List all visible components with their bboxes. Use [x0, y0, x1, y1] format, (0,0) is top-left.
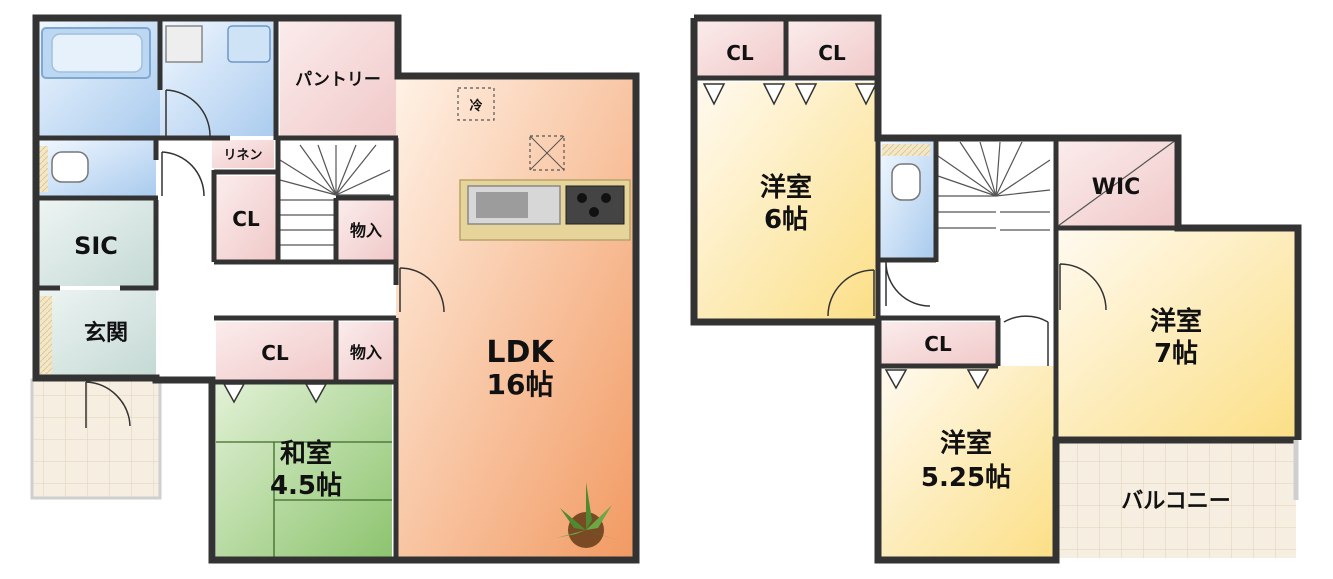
- walls-1f: [32, 14, 640, 564]
- cl-small-label: CL: [232, 207, 260, 231]
- shoe-shelf: [40, 296, 52, 374]
- fridge-space: [457, 87, 495, 121]
- burner: [601, 193, 611, 203]
- ldk-size: 16帖: [487, 368, 554, 401]
- sic-label: SIC: [74, 232, 118, 260]
- room-7-size: 7帖: [1154, 339, 1198, 369]
- room-6-name: 洋室: [760, 172, 812, 203]
- pantry-room: [280, 18, 396, 136]
- storage-upper-1f: [338, 200, 394, 260]
- range-hood: [529, 135, 565, 171]
- toilet-shelf-2f: [882, 144, 930, 156]
- sic-room: [36, 200, 156, 286]
- toilet-shelf-1f: [38, 146, 48, 192]
- cl-left-label: CL: [726, 41, 754, 65]
- linen-label: リネン: [223, 148, 262, 163]
- doors-2f: [827, 261, 1107, 366]
- room-7: [1058, 230, 1296, 438]
- doors-1f: [85, 89, 445, 428]
- tatami-lines: [216, 441, 392, 558]
- fridge-label: 冷: [469, 98, 482, 114]
- closet-right-2f: [788, 20, 876, 78]
- pantry-label: パントリー: [295, 70, 381, 90]
- room-6-size: 6帖: [764, 205, 808, 235]
- linen-closet: [212, 140, 274, 168]
- inner-walls-1f: [36, 18, 399, 560]
- room-525-size: 5.25帖: [921, 463, 1011, 493]
- burner: [589, 207, 599, 217]
- wic-label: WIC: [1092, 175, 1141, 200]
- stair-lines-1f: [279, 144, 391, 246]
- washing-machine: [165, 25, 203, 63]
- burner: [577, 193, 587, 203]
- bathtub-inner: [51, 33, 143, 73]
- closet-left-2f: [696, 20, 784, 78]
- storage-lower-1f: [338, 322, 394, 380]
- entrance-porch: [30, 378, 162, 500]
- washitsu-name: 和室: [280, 438, 332, 469]
- cl-washitsu-label: CL: [261, 341, 289, 365]
- balcony-label: バルコニー: [1121, 489, 1231, 514]
- genkan-room: [36, 290, 156, 378]
- inner-walls-2f: [694, 18, 1299, 500]
- closet-door-marks: [222, 83, 990, 404]
- plant-icon: [556, 482, 618, 548]
- washitsu-room: [216, 384, 392, 558]
- ldk-name: LDK: [486, 335, 555, 370]
- cl-lower-label: CL: [924, 332, 952, 356]
- room-525: [880, 366, 1054, 558]
- washitsu-size: 4.5帖: [270, 471, 342, 501]
- room-525-name: 洋室: [940, 428, 992, 459]
- closet-small-1f: [216, 176, 276, 260]
- genkan-label: 玄関: [84, 320, 128, 346]
- stair-lines-2f: [937, 141, 1051, 231]
- monoire-lower-label: 物入: [350, 343, 382, 362]
- balcony-area: [1058, 442, 1296, 558]
- ldk-room: [396, 76, 634, 558]
- kitchen-sink-basin: [476, 192, 528, 218]
- monoire-upper-label: 物入: [350, 221, 382, 240]
- closet-washitsu: [216, 322, 334, 380]
- toilet-fixture-1f: [51, 151, 89, 183]
- cl-right-label: CL: [818, 41, 846, 65]
- closet-lower-2f: [880, 322, 996, 364]
- toilet-fixture-2f: [891, 163, 921, 201]
- sink: [227, 25, 271, 63]
- stove: [565, 185, 625, 225]
- room-7-name: 洋室: [1150, 306, 1202, 337]
